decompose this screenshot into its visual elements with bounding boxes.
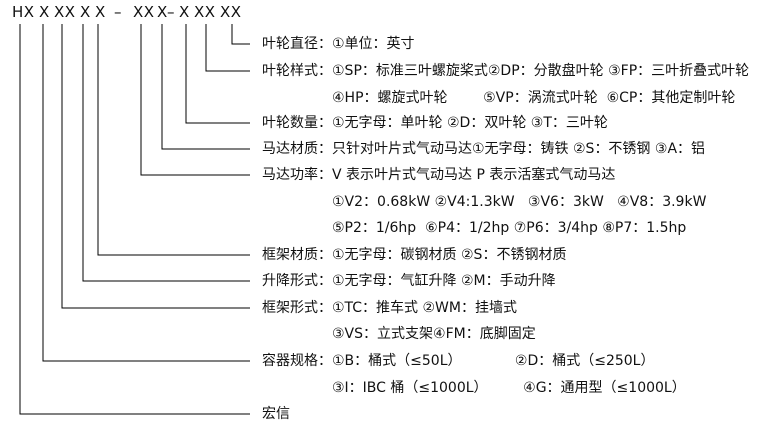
connector-lift-type	[82, 24, 250, 282]
label-impeller-quantity: 叶轮数量：	[262, 115, 332, 131]
desc-impeller-quantity-1: ①无字母：单叶轮 ②D：双叶轮 ③T：三叶轮	[332, 115, 608, 131]
code-part-motor-material: X	[157, 3, 168, 21]
desc-impeller-diameter-1: ①单位：英寸	[332, 36, 415, 52]
code-part-frame-type: XX	[54, 3, 76, 21]
label-impeller-style: 叶轮样式：	[262, 63, 332, 79]
desc-impeller-style-1: ①SP：标准三叶螺旋桨式②DP：分散盘叶轮 ③FP：三叶折叠式叶轮	[332, 63, 750, 79]
desc-motor-power-2: ①V2：0.68kW ②V4:1.3kW ③V6：3kW ④V8：3.9kW	[332, 194, 707, 210]
label-motor-material: 马达材质：	[262, 141, 332, 157]
code-part-motor-power: XX	[133, 3, 155, 21]
connector-impeller-style	[205, 24, 250, 72]
desc-motor-material-1: 只针对叶片式气动马达①无字母：铸铁 ②S：不锈钢 ③A：铝	[332, 141, 706, 157]
connector-frame-type	[61, 24, 250, 309]
connector-impeller-diameter	[231, 24, 250, 45]
connector-brand	[19, 24, 250, 415]
code-part-impeller-style: XX	[194, 3, 216, 21]
desc-frame-material-1: ①无字母：碳钢材质 ②S：不锈钢材质	[332, 247, 567, 263]
desc-container-spec-1: ①B：桶式（≤50L） ②D：桶式（≤250L）	[332, 353, 655, 369]
desc-motor-power-1: V 表示叶片式气动马达 P 表示活塞式气动马达	[332, 167, 616, 183]
connector-motor-power	[140, 24, 250, 176]
code-dash-2: –	[167, 3, 175, 21]
label-motor-power: 马达功率：	[262, 167, 332, 183]
label-frame-material: 框架材质：	[262, 247, 332, 263]
label-impeller-diameter: 叶轮直径：	[262, 36, 332, 52]
code-part-lift: X	[80, 3, 91, 21]
connector-motor-material	[161, 24, 250, 150]
code-part-capacity: X	[39, 3, 50, 21]
label-brand: 宏信	[262, 406, 290, 422]
desc-frame-type-2: ③VS：立式支架④FM：底脚固定	[332, 326, 536, 342]
connector-impeller-quantity	[185, 24, 250, 124]
code-part-impeller-dia: XX	[220, 3, 242, 21]
code-dash-1: –	[114, 3, 122, 21]
desc-motor-power-3: ⑤P2：1/6hp ⑥P4：1/2hp ⑦P6：3/4hp ⑧P7：1.5hp	[332, 220, 687, 236]
connector-container-spec	[42, 24, 250, 362]
connector-frame-material	[97, 24, 250, 256]
desc-impeller-style-2: ④HP：螺旋式叶轮 ⑤VP：涡流式叶轮 ⑥CP：其他定制叶轮	[332, 90, 736, 106]
label-container-spec: 容器规格：	[262, 353, 332, 369]
label-lift-type: 升降形式：	[262, 273, 332, 289]
code-part-impeller-qty: X	[179, 3, 190, 21]
label-frame-type: 框架形式：	[262, 300, 332, 316]
code-part-hx: HX	[12, 3, 35, 21]
desc-frame-type-1: ①TC：推车式 ②WM：挂墙式	[332, 300, 517, 316]
desc-container-spec-2: ③I：IBC 桶（≤1000L） ④G：通用型（≤1000L）	[332, 380, 686, 396]
code-part-frame-material: X	[95, 3, 106, 21]
desc-lift-type-1: ①无字母：气缸升降 ②M：手动升降	[332, 273, 556, 289]
